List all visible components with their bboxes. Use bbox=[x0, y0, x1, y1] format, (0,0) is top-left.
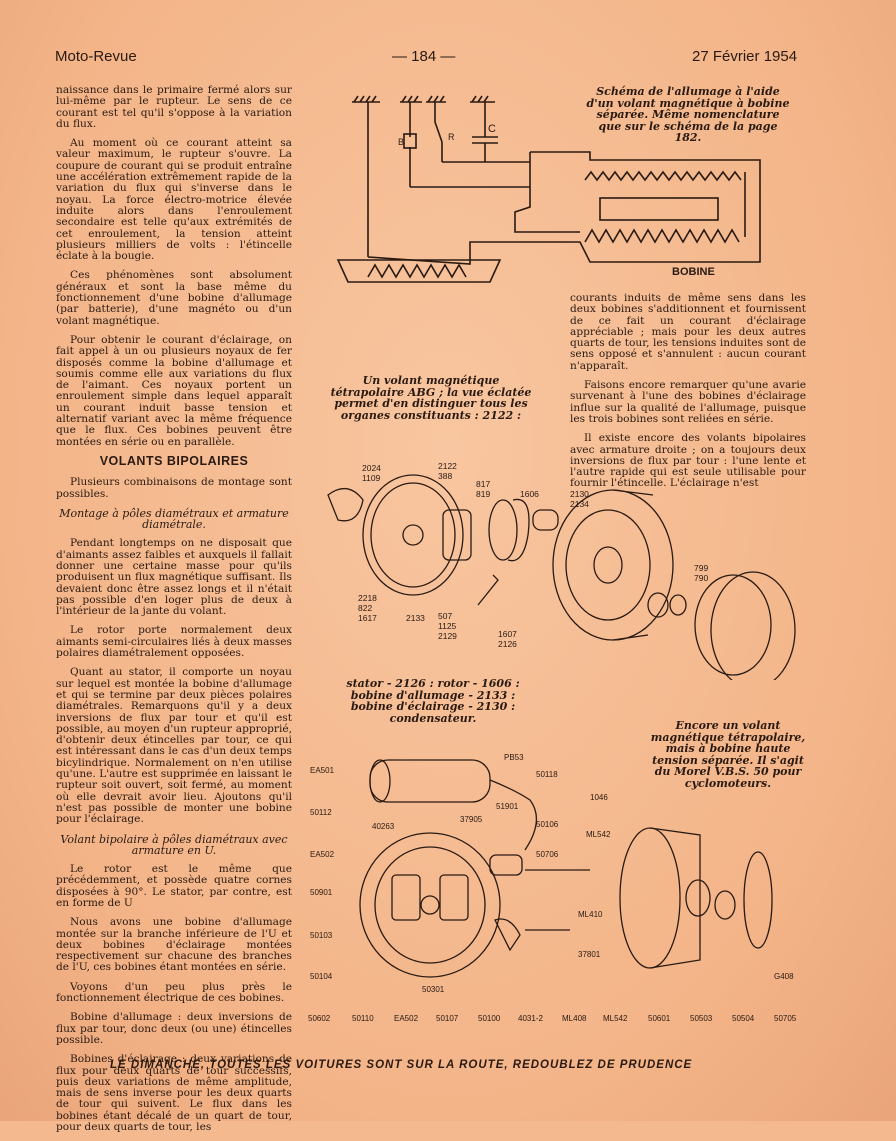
part-label: 50100 bbox=[478, 1014, 501, 1023]
paragraph: Bobine d'allumage : deux inversions de f… bbox=[56, 1011, 292, 1046]
part-label: 507 bbox=[438, 611, 452, 621]
subheading: Volant bipolaire à pôles diamétraux avec… bbox=[60, 832, 288, 857]
part-label: 790 bbox=[694, 573, 708, 583]
part-label: ML542 bbox=[586, 830, 611, 839]
part-label: ML410 bbox=[578, 910, 603, 919]
part-label: 2122 bbox=[438, 461, 457, 471]
abg-caption-bottom: stator - 2126 : rotor - 1606 : bobine d'… bbox=[346, 677, 520, 725]
ignition-schematic-diagram: B R C bbox=[336, 95, 761, 283]
right-text-column: courants induits de même sens dans les d… bbox=[570, 292, 806, 498]
schema-label-r: R bbox=[448, 132, 455, 142]
part-label: 2126 bbox=[498, 639, 517, 649]
part-label: 37801 bbox=[578, 950, 601, 959]
header-date: 27 Février 1954 bbox=[692, 48, 798, 65]
part-label: 4031-2 bbox=[518, 1014, 543, 1023]
part-label: 50301 bbox=[422, 985, 445, 994]
part-label: ML542 bbox=[603, 1014, 628, 1023]
part-label: 1607 bbox=[498, 629, 517, 639]
part-label: 50104 bbox=[310, 972, 333, 981]
part-label: 1617 bbox=[358, 613, 377, 623]
part-label: 2218 bbox=[358, 593, 377, 603]
part-label: 817 bbox=[476, 479, 490, 489]
part-label: 50601 bbox=[648, 1014, 671, 1023]
part-label: 50112 bbox=[310, 808, 332, 817]
part-label: 2024 bbox=[362, 463, 381, 473]
part-label: 50504 bbox=[732, 1014, 755, 1023]
part-label: 50901 bbox=[310, 888, 333, 897]
part-label: 50602 bbox=[308, 1014, 331, 1023]
part-label: 40263 bbox=[372, 822, 395, 831]
part-label: EA501 bbox=[310, 766, 335, 775]
part-label: PB53 bbox=[504, 753, 524, 762]
paragraph: Voyons d'un peu plus près le fonctionnem… bbox=[56, 980, 292, 1005]
abg-caption-top: Un volant magnétique tétrapolaire ABG ; … bbox=[330, 374, 532, 422]
part-label: 1046 bbox=[590, 793, 608, 802]
morel-caption: Encore un volant magnétique tétrapolaire… bbox=[650, 719, 806, 790]
part-label: 822 bbox=[358, 603, 372, 613]
part-label: EA502 bbox=[310, 850, 335, 859]
part-label: 50106 bbox=[536, 820, 559, 829]
section-heading: VOLANTS BIPOLAIRES bbox=[99, 453, 249, 468]
part-label: G408 bbox=[774, 972, 794, 981]
paragraph: Pendant longtemps on ne disposait que d'… bbox=[56, 537, 292, 618]
schema-label-b: B bbox=[398, 137, 404, 147]
part-label: 2134 bbox=[570, 499, 589, 509]
part-label: 388 bbox=[438, 471, 452, 481]
morel-exploded-view-illustration bbox=[359, 759, 773, 978]
header-magazine-name: Moto-Revue bbox=[55, 48, 137, 65]
part-label: 50118 bbox=[536, 770, 558, 779]
part-label: 799 bbox=[694, 563, 708, 573]
part-label: 50706 bbox=[536, 850, 559, 859]
paragraph: naissance dans le primaire fermé alors s… bbox=[56, 84, 292, 130]
paragraph: Il existe encore des volants bipolaires … bbox=[570, 432, 806, 490]
part-label: 37905 bbox=[460, 815, 483, 824]
paragraph: Faisons encore remarquer qu'une avarie s… bbox=[570, 379, 806, 425]
part-label: 50110 bbox=[352, 1014, 374, 1023]
part-label: 1125 bbox=[438, 621, 457, 631]
paragraph: Le rotor est le même que précédemment, e… bbox=[56, 863, 292, 909]
paragraph: Nous avons une bobine d'allumage montée … bbox=[56, 916, 292, 974]
part-label: 50503 bbox=[690, 1014, 713, 1023]
part-label: 50103 bbox=[310, 931, 333, 940]
part-label: ML408 bbox=[562, 1014, 587, 1023]
part-label: 50107 bbox=[436, 1014, 459, 1023]
paragraph: Plusieurs combinaisons de montage sont p… bbox=[56, 476, 292, 500]
abg-exploded-view-illustration: 2024 1109 2122 388 817 819 1606 2130 213… bbox=[327, 461, 796, 680]
paragraph: Pour obtenir le courant d'éclairage, on … bbox=[56, 333, 292, 448]
paragraph: Ces phénomènes sont absolument généraux … bbox=[56, 269, 292, 327]
left-text-column: naissance dans le primaire fermé alors s… bbox=[56, 84, 292, 1141]
part-label: 1606 bbox=[520, 489, 539, 499]
part-label: 1109 bbox=[362, 473, 381, 483]
part-label: 2129 bbox=[438, 631, 457, 641]
paragraph: Quant au stator, il comporte un noyau su… bbox=[56, 666, 292, 826]
part-label: 2133 bbox=[406, 613, 425, 623]
bobine-label: BOBINE bbox=[672, 266, 715, 278]
paragraph: Au moment où ce courant atteint sa valeu… bbox=[56, 137, 292, 263]
schema-caption: Schéma de l'allumage à l'aide d'un volan… bbox=[586, 85, 790, 144]
paragraph: courants induits de même sens dans les d… bbox=[570, 292, 806, 372]
schema-label-c: C bbox=[488, 123, 496, 135]
footer-slogan: LE DIMANCHE, TOUTES LES VOITURES SONT SU… bbox=[110, 1059, 693, 1071]
paragraph: Le rotor porte normalement deux aimants … bbox=[56, 624, 292, 660]
part-label: 819 bbox=[476, 489, 490, 499]
part-label: 51901 bbox=[496, 802, 519, 811]
header-page-number: — 184 — bbox=[392, 48, 456, 65]
part-label: EA502 bbox=[394, 1014, 419, 1023]
subheading: Montage à pôles diamétraux et armature d… bbox=[59, 506, 289, 532]
part-label: 2130 bbox=[570, 489, 589, 499]
part-label: 50705 bbox=[774, 1014, 797, 1023]
